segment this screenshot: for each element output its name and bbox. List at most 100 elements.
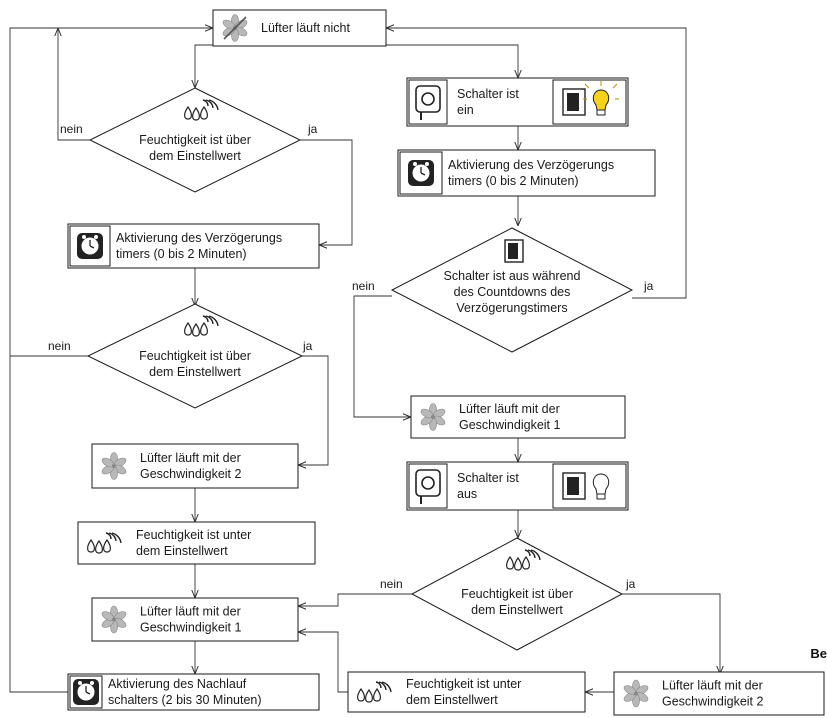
node-text-line: Geschwindigkeit 2 — [140, 467, 241, 481]
node-text-line: des Countdowns des — [454, 285, 571, 299]
node-n-l-dec2: Feuchtigkeit ist über dem Einstellwert — [86, 303, 304, 409]
node-box — [410, 395, 626, 439]
node-text-line: aus — [457, 487, 477, 501]
humidity-icon — [87, 532, 122, 554]
connectors — [9, 28, 720, 693]
node-text-line: schalters (2 bis 30 Minuten) — [108, 693, 262, 707]
switch-on-lamp-icon — [562, 81, 619, 116]
switch-panel-icon — [504, 239, 524, 263]
fan-off-icon — [222, 14, 248, 42]
node-text-line: ein — [457, 103, 474, 117]
node-n-l-dec1: Feuchtigkeit ist über dem Einstellwert — [88, 87, 302, 193]
node-text-line: Feuchtigkeit ist unter — [136, 528, 251, 542]
decision-diamond — [88, 87, 302, 193]
node-text-line: Lüfter läuft nicht — [261, 21, 350, 35]
node-n-l-timer1: Aktivierung des Verzögerungs timers (0 bi… — [67, 223, 320, 269]
node-box — [91, 597, 299, 642]
edge-right-decision-nein — [353, 295, 411, 417]
decision-diamond — [390, 227, 634, 353]
node-n-r-timer: Aktivierung des Verzögerungs timers (0 bi… — [397, 149, 656, 197]
humidity-icon — [184, 99, 219, 121]
node-box — [77, 521, 316, 565]
node-text-line: Feuchtigkeit ist unter — [406, 677, 521, 691]
node-text-line: Aktivierung des Nachlauf — [108, 677, 247, 691]
edge-label-right-decision-hum-ja: ja — [625, 577, 636, 591]
humidity-icon — [506, 549, 541, 571]
node-text-line: Geschwindigkeit 2 — [662, 695, 763, 709]
edge-label-left-decision-2-nein: nein — [48, 339, 71, 353]
edge-right-decision-hum-nein — [298, 593, 412, 606]
edge-left-decision-2-ja — [298, 355, 329, 465]
edge-label-right-decision-nein: nein — [352, 279, 375, 293]
edge-bottom-humidity-to-speed1 — [298, 632, 348, 693]
node-box — [613, 671, 825, 716]
node-text-line: Aktivierung des Verzögerungs — [116, 231, 282, 245]
node-n-r-switch-on: Schalter ist ein — [406, 77, 629, 127]
edge-label-left-decision-1-nein: nein — [60, 122, 83, 136]
timer-icon — [73, 679, 99, 705]
node-text-line: Lüfter läuft mit der — [140, 451, 241, 465]
edge-label-right-decision-hum-nein: nein — [380, 577, 403, 591]
humidity-icon — [357, 681, 392, 703]
node-text-line: Lüfter läuft mit der — [662, 679, 763, 693]
edge-start-to-right-switch-on — [386, 44, 518, 78]
edge-label-right-decision-ja: ja — [643, 279, 654, 293]
node-n-b-hum-under: Feuchtigkeit ist unter dem Einstellwert — [347, 671, 586, 713]
switch-icon — [415, 85, 441, 120]
node-text-line: Feuchtigkeit ist über — [139, 133, 251, 147]
node-text-line: timers (0 bis 2 Minuten) — [448, 174, 579, 188]
node-text-line: Schalter ist aus während — [444, 269, 581, 283]
node-text-line: timers (0 bis 2 Minuten) — [116, 247, 247, 261]
node-n-start: Lüfter läuft nicht — [212, 9, 387, 47]
node-text-line: Schalter ist — [457, 87, 519, 101]
cut-off-caption: Be — [810, 646, 827, 661]
node-text-line: dem Einstellwert — [149, 365, 241, 379]
edge-afterrun-to-start — [9, 28, 213, 693]
timer-icon — [408, 160, 434, 186]
edge-right-decision-ja — [386, 28, 687, 299]
node-text-line: Schalter ist — [457, 471, 519, 485]
node-text-line: Lüfter läuft mit der — [459, 402, 560, 416]
switch-icon — [415, 469, 441, 504]
node-n-l-afterrun: Aktivierung des Nachlauf schalters (2 bis… — [67, 673, 320, 711]
edge-label-left-decision-1-ja: ja — [307, 122, 318, 136]
switch-off-lamp-icon — [562, 472, 610, 500]
node-text-line: Feuchtigkeit ist über — [461, 587, 573, 601]
node-text-line: Geschwindigkeit 1 — [140, 621, 241, 635]
node-box — [91, 443, 299, 489]
node-text-line: dem Einstellwert — [136, 544, 228, 558]
humidity-icon — [184, 315, 219, 337]
fan-icon — [420, 403, 446, 431]
edge-label-left-decision-2-ja: ja — [302, 339, 313, 353]
node-text-line: Verzögerungstimers — [456, 301, 567, 315]
node-text-line: Aktivierung des Verzögerungs — [448, 158, 614, 172]
decision-diamond — [410, 537, 624, 651]
node-box — [347, 671, 586, 713]
edge-left-decision-1-ja — [300, 139, 353, 245]
node-n-l-hum-under: Feuchtigkeit ist unter dem Einstellwert — [77, 521, 316, 565]
edge-start-to-left-decision-1 — [195, 44, 213, 88]
node-n-r-dec-switch: Schalter ist aus während des Countdowns d… — [390, 227, 634, 353]
node-n-r-switch-off: Schalter ist aus — [406, 461, 629, 511]
node-box — [67, 673, 320, 711]
edge-right-decision-hum-ja — [622, 593, 720, 674]
edge-labels: nein ja nein ja ja nein nein ja — [48, 122, 654, 591]
node-text-line: dem Einstellwert — [471, 603, 563, 617]
decision-diamond — [86, 303, 304, 409]
fan-icon — [101, 452, 127, 480]
node-text-line: Lüfter läuft mit der — [140, 605, 241, 619]
fan-icon — [101, 605, 127, 634]
node-n-r-dec-hum: Feuchtigkeit ist über dem Einstellwert — [410, 537, 624, 651]
node-text-line: dem Einstellwert — [149, 149, 241, 163]
edge-left-decision-1-nein — [58, 28, 90, 141]
fan-icon — [623, 679, 649, 708]
node-text-line: Feuchtigkeit ist über — [139, 349, 251, 363]
timer-icon — [77, 233, 103, 259]
node-text-line: dem Einstellwert — [406, 693, 498, 707]
